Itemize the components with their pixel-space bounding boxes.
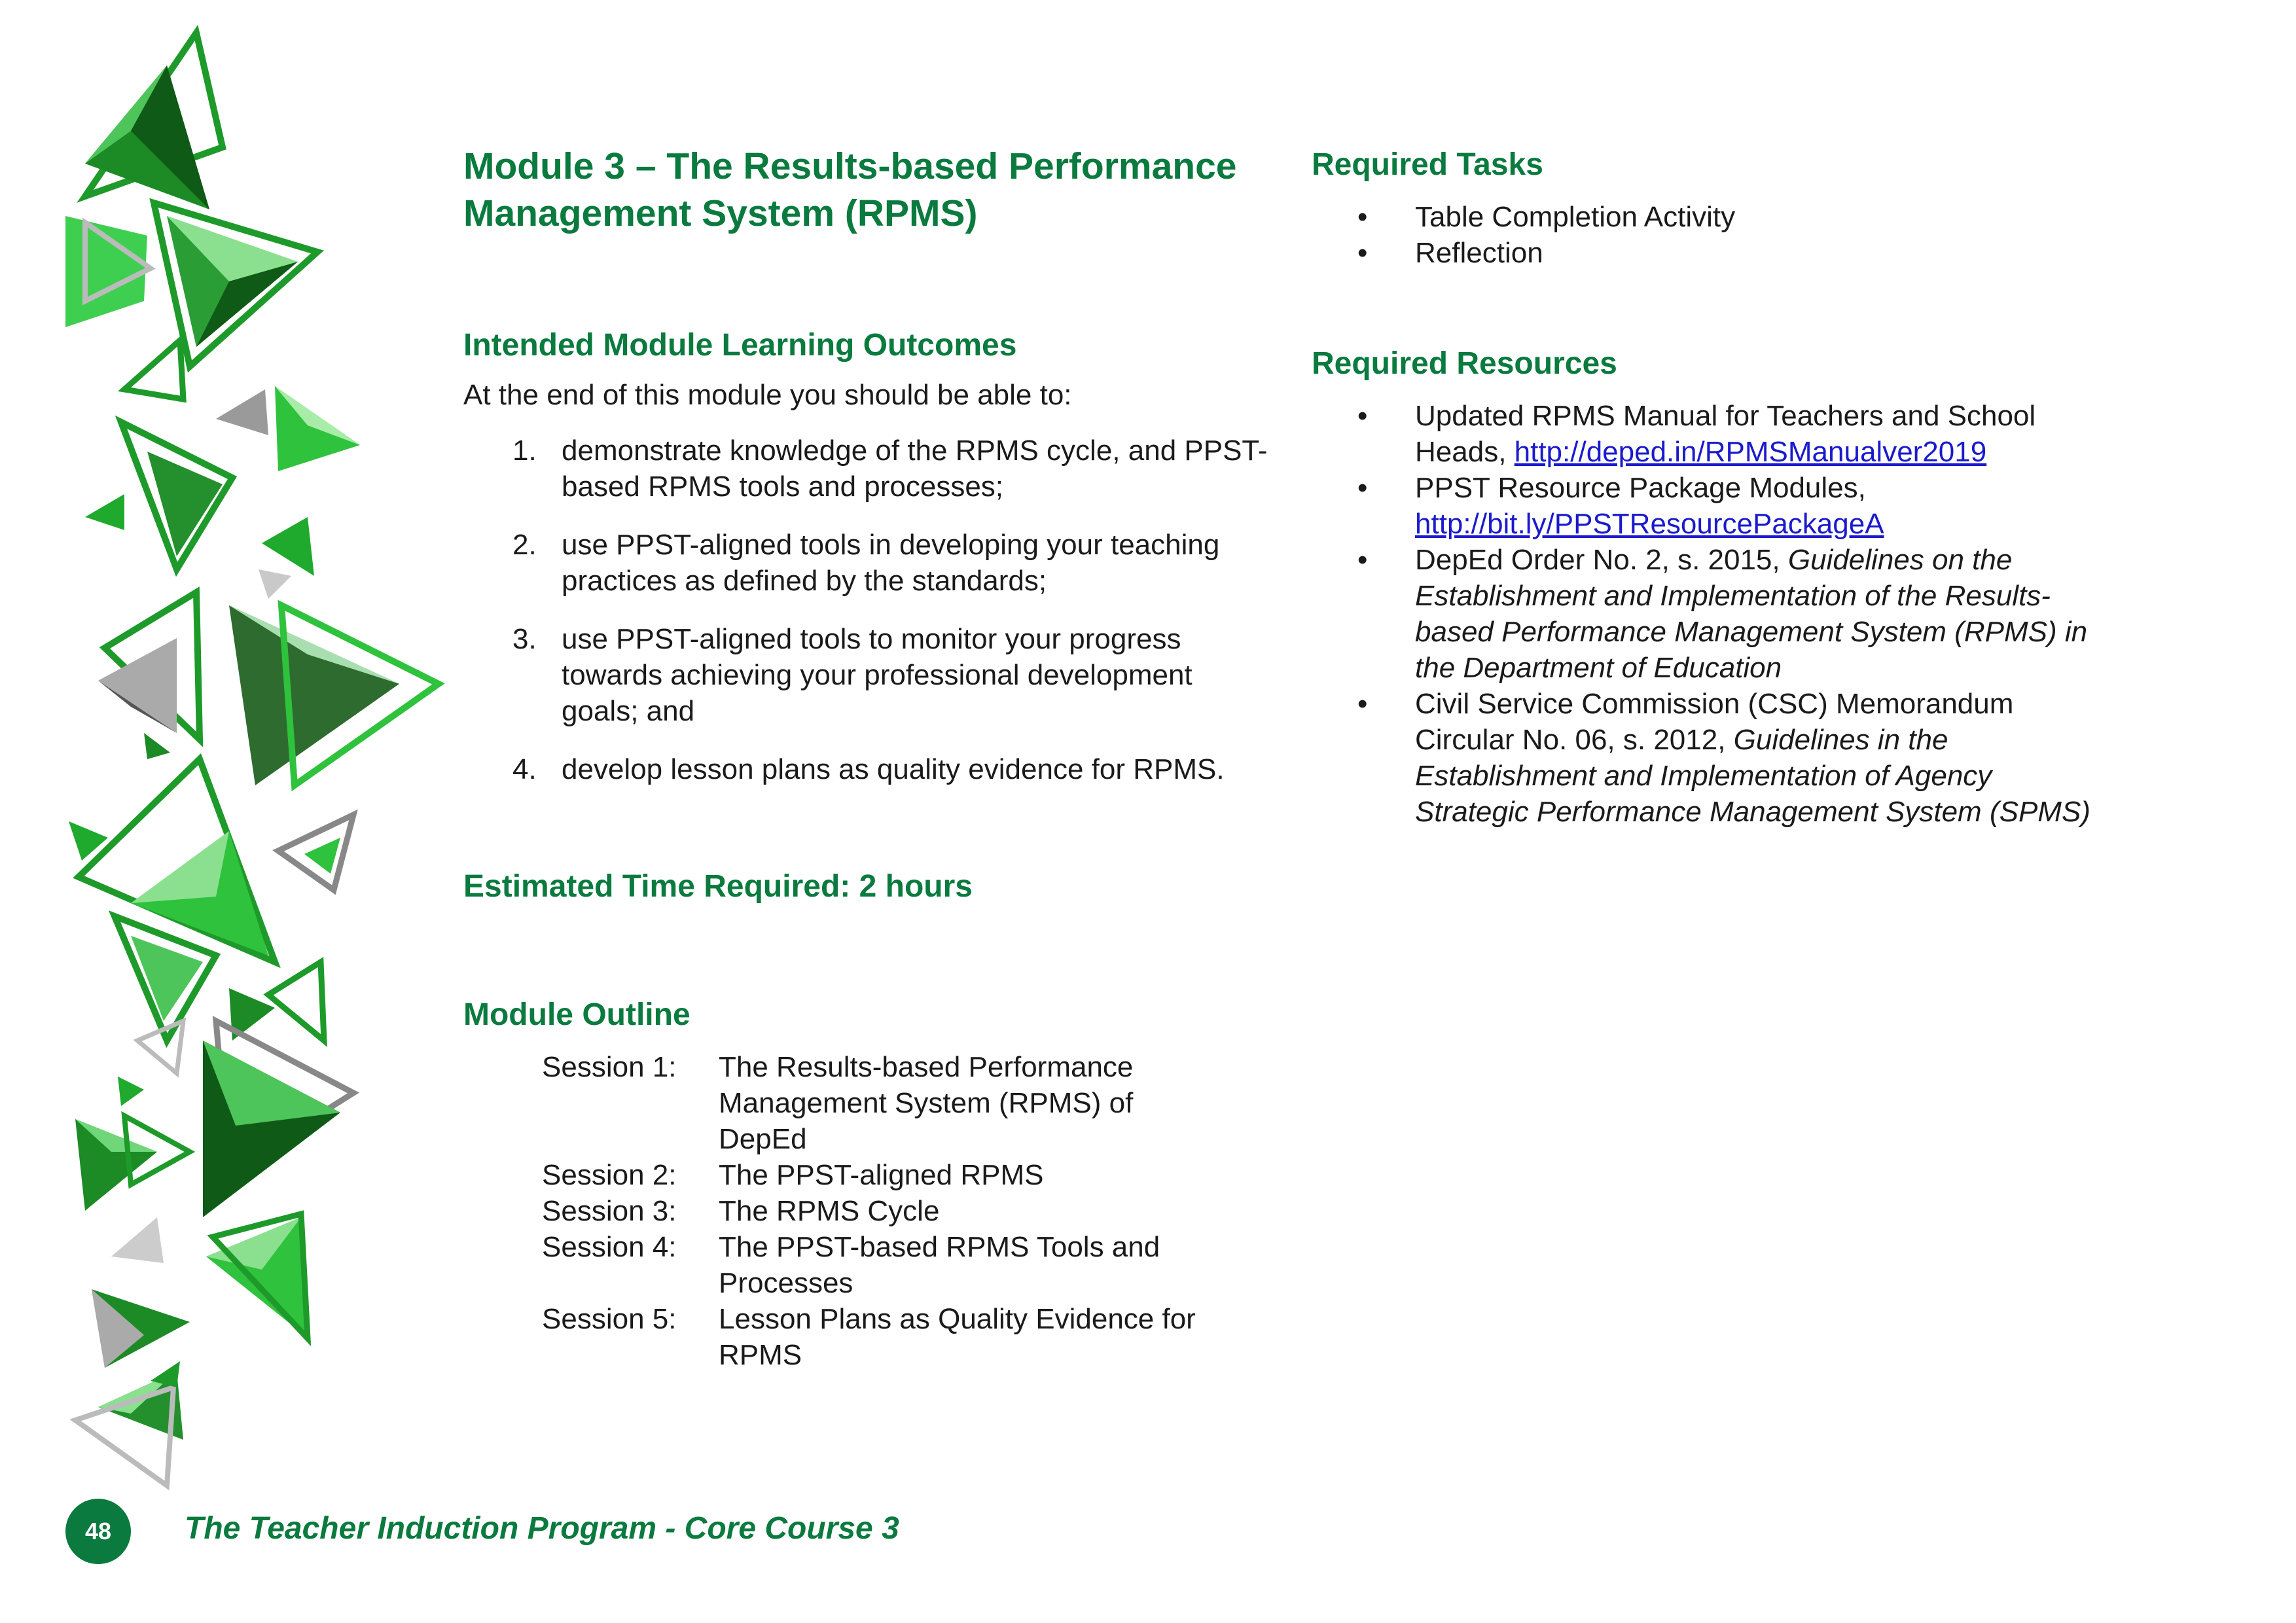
session-label: Session 1:	[542, 1051, 677, 1083]
list-item: • PPST Resource Package Modules, http://b…	[1312, 470, 2110, 542]
outcomes-heading: Intended Module Learning Outcomes	[463, 328, 1017, 363]
list-item: 2. use PPST-aligned tools in developing y…	[463, 527, 1275, 599]
resource-text: DepEd Order No. 2, s. 2015,	[1415, 544, 1788, 576]
list-text: use PPST-aligned tools in developing you…	[562, 529, 1220, 597]
page-title-line2: Management System (RPMS)	[463, 192, 978, 234]
list-item: 4. develop lesson plans as quality eviden…	[463, 751, 1275, 787]
list-text: demonstrate knowledge of the RPMS cycle,…	[562, 435, 1268, 503]
page-title: Module 3 – The Results-based Performance…	[463, 143, 1275, 237]
tasks-heading: Required Tasks	[1312, 147, 1543, 182]
list-item: • Table Completion Activity	[1312, 199, 2110, 235]
bullet-icon: •	[1357, 688, 1368, 720]
session-label: Session 3:	[542, 1195, 677, 1227]
list-text: Table Completion Activity	[1415, 201, 1736, 233]
session-title: The PPST-aligned RPMS	[719, 1159, 1044, 1191]
resource-text: Updated RPMS Manual for Teachers and Sch…	[1415, 400, 2036, 468]
resources-heading: Required Resources	[1312, 346, 1617, 381]
list-text: use PPST-aligned tools to monitor your p…	[562, 623, 1193, 727]
list-text: develop lesson plans as quality evidence…	[562, 753, 1225, 785]
session-title: The RPMS Cycle	[719, 1195, 940, 1227]
session-label: Session 5:	[542, 1303, 677, 1335]
list-text: Reflection	[1415, 237, 1543, 269]
resource-text: PPST Resource Package Modules,	[1415, 472, 1866, 504]
session-label: Session 2:	[542, 1159, 677, 1191]
list-item: • Reflection	[1312, 235, 2110, 271]
session-list: Session 1: The Results-based Performance …	[542, 1049, 1223, 1373]
session-item: Session 4: The PPST-based RPMS Tools and …	[542, 1229, 1223, 1301]
bullet-icon: •	[1357, 400, 1368, 432]
session-item: Session 3: The RPMS Cycle	[542, 1193, 1223, 1229]
resource-text: Civil Service Commission (CSC) Memorandu…	[1415, 688, 2014, 756]
bullet-icon: •	[1357, 237, 1368, 269]
session-title: Lesson Plans as Quality Evidence for RPM…	[719, 1303, 1196, 1371]
list-item: 1. demonstrate knowledge of the RPMS cycl…	[463, 433, 1275, 505]
list-number: 3.	[512, 623, 537, 655]
time-heading: Estimated Time Required: 2 hours	[463, 869, 973, 904]
session-title: The PPST-based RPMS Tools and Processes	[719, 1231, 1160, 1299]
rpms-manual-link[interactable]: http://deped.in/RPMSManualver2019	[1514, 436, 1987, 468]
ppst-resource-link[interactable]: http://bit.ly/PPSTResourcePackageA	[1415, 508, 1884, 540]
bullet-icon: •	[1357, 472, 1368, 504]
list-item: • Updated RPMS Manual for Teachers and Sc…	[1312, 398, 2110, 470]
outcomes-intro: At the end of this module you should be …	[463, 379, 1072, 411]
list-item: • Civil Service Commission (CSC) Memorand…	[1312, 686, 2110, 830]
session-label: Session 4:	[542, 1231, 677, 1263]
tasks-list: • Table Completion Activity • Reflection	[1312, 199, 2110, 271]
outline-heading: Module Outline	[463, 997, 691, 1032]
resources-list: • Updated RPMS Manual for Teachers and Sc…	[1312, 398, 2110, 830]
decorative-triangles	[65, 24, 445, 1491]
page-title-line1: Module 3 – The Results-based Performance	[463, 145, 1237, 187]
page-number-badge: 48	[65, 1499, 131, 1564]
session-item: Session 5: Lesson Plans as Quality Eviden…	[542, 1301, 1223, 1373]
left-column: Module 3 – The Results-based Performance…	[463, 143, 1275, 1373]
resource-italic-title: Guidelines on the Establishment and Impl…	[1415, 544, 2088, 684]
right-column: Required Tasks • Table Completion Activit…	[1312, 145, 2110, 830]
session-item: Session 1: The Results-based Performance …	[542, 1049, 1223, 1157]
list-number: 2.	[512, 529, 537, 561]
list-number: 4.	[512, 753, 537, 785]
list-item: • DepEd Order No. 2, s. 2015, Guidelines …	[1312, 542, 2110, 686]
session-title: The Results-based Performance Management…	[719, 1051, 1134, 1155]
session-item: Session 2: The PPST-aligned RPMS	[542, 1157, 1223, 1193]
list-number: 1.	[512, 435, 537, 467]
list-item: 3. use PPST-aligned tools to monitor your…	[463, 621, 1275, 729]
outcomes-list: 1. demonstrate knowledge of the RPMS cycl…	[463, 433, 1275, 787]
footer-title: The Teacher Induction Program - Core Cou…	[185, 1511, 899, 1546]
bullet-icon: •	[1357, 201, 1368, 233]
bullet-icon: •	[1357, 544, 1368, 576]
resource-italic-title: Guidelines in the Establishment and Impl…	[1415, 724, 2090, 828]
